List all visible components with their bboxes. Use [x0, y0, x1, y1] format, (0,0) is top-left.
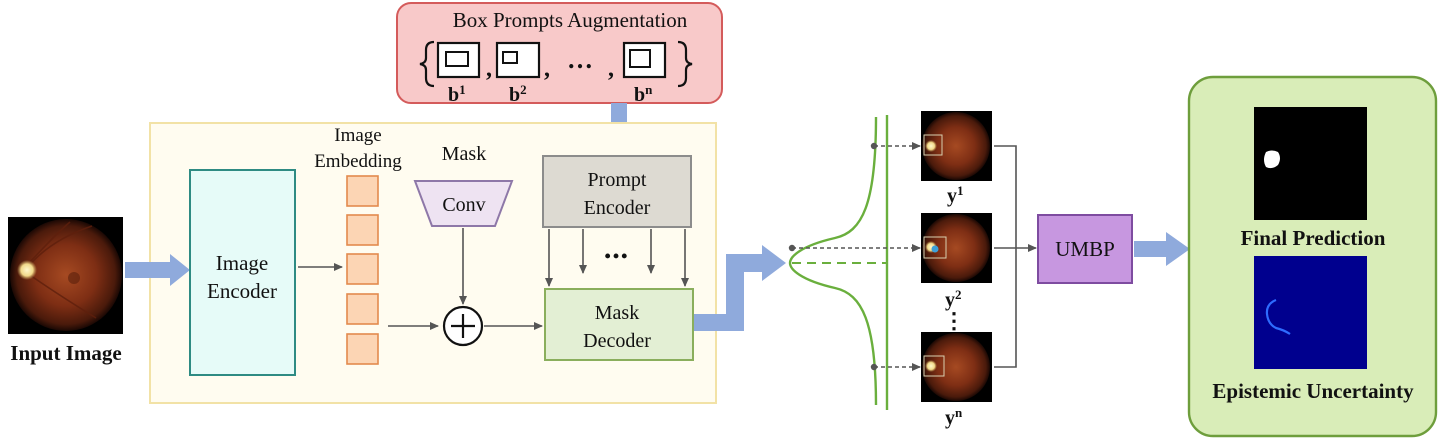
decoder-dots: ••• — [605, 246, 630, 266]
box-prompt-icon-n — [622, 41, 667, 79]
prompt-label-b2: b2 — [509, 82, 527, 106]
left-brace — [419, 40, 435, 88]
image-encoder-label-line1: Image — [216, 251, 268, 275]
sampling-arrows — [788, 142, 921, 371]
embedding-cell — [346, 253, 379, 285]
prompt-label-b1: b1 — [448, 82, 466, 106]
uncertainty-map — [1254, 256, 1367, 369]
prediction-blob — [1264, 150, 1280, 169]
epistemic-uncertainty-label: Epistemic Uncertainty — [1212, 379, 1414, 403]
samples-to-umbp-connectors — [994, 145, 1037, 368]
embedding-cell — [346, 293, 379, 325]
embedding-cell — [346, 175, 379, 207]
vertical-ellipsis: ⋮ — [943, 308, 965, 333]
sample-label-yn: yn — [945, 405, 963, 429]
image-embedding-label-line1: Image — [334, 125, 381, 146]
umbp-label: UMBP — [1055, 237, 1115, 261]
image-encoder-label-line2: Encoder — [207, 279, 277, 303]
mask-decoder-box — [544, 288, 694, 361]
conv-label: Conv — [442, 194, 485, 216]
right-brace — [677, 40, 693, 88]
prompt-to-decoder-arrows — [545, 229, 689, 287]
sample-image-1 — [921, 111, 992, 181]
embedding-cell — [346, 333, 379, 365]
input-to-encoder-arrow — [125, 254, 190, 286]
mask-decoder-label-line2: Decoder — [583, 330, 651, 352]
embedding-cells — [346, 175, 379, 365]
box-prompt-icon-1 — [436, 41, 481, 79]
prompt-encoder-box — [542, 155, 692, 228]
comma: , — [486, 56, 492, 82]
mask-label: Mask — [442, 143, 486, 165]
conv-trapezoid — [413, 180, 514, 227]
box-prompt-icon-2 — [495, 41, 541, 79]
image-embedding-label-line2: Embedding — [314, 151, 402, 172]
embedding-cell — [346, 214, 379, 246]
sample-image-n — [921, 332, 992, 402]
sample-label-y2: y2 — [945, 287, 962, 311]
final-prediction-label: Final Prediction — [1241, 226, 1386, 250]
box-prompts-augmentation: Box Prompts Augmentation , , … , b1 b2 b… — [396, 2, 723, 106]
input-image — [8, 217, 123, 334]
ellipsis: … — [567, 45, 593, 74]
decoder-to-distribution-arrow — [694, 245, 786, 331]
comma: , — [544, 56, 550, 82]
gaussian-distribution — [788, 115, 889, 410]
prompt-encoder-label-line2: Encoder — [584, 197, 651, 219]
sample-image-2 — [921, 213, 992, 283]
image-encoder-box — [189, 169, 296, 376]
comma: , — [608, 56, 614, 82]
uncertainty-contour — [1265, 298, 1291, 335]
prompt-encoder-label-line1: Prompt — [588, 169, 647, 191]
sample-label-y1: y1 — [947, 183, 964, 207]
mask-decoder-label-line1: Mask — [595, 302, 639, 324]
input-image-label: Input Image — [10, 341, 121, 365]
prompt-label-bn: bn — [634, 82, 653, 106]
augmentation-title: Box Prompts Augmentation — [453, 8, 688, 32]
umbp-to-output-arrow — [1134, 232, 1190, 266]
umbp-box — [1037, 214, 1133, 284]
